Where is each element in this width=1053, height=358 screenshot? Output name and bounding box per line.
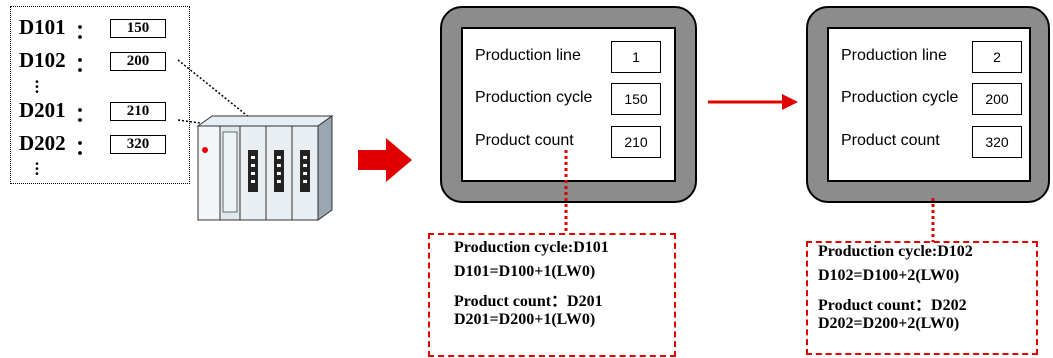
- field-label: Product count: [841, 132, 940, 149]
- field-label: Production line: [841, 47, 947, 64]
- field-value: 200: [972, 83, 1022, 115]
- field-value: 2: [972, 41, 1022, 73]
- field-label: Production line: [475, 47, 581, 64]
- register-name: D101: [19, 15, 66, 39]
- ellipsis-icon: ···: [34, 154, 40, 183]
- code-line: D101=D100+1(LW0): [454, 263, 596, 280]
- plc-rack-icon: [196, 115, 334, 221]
- right-arrow-icon: [708, 94, 798, 110]
- register-value: 150: [110, 19, 166, 38]
- register-list: D101 ： 150 D102 ： 200 ··· D201 ： 210 D20…: [10, 6, 190, 184]
- code-line: Production cycle:D101: [454, 239, 609, 256]
- code-line: Product count：D202: [818, 297, 967, 314]
- code-box-1: Production cycle:D101 D101=D100+1(LW0) P…: [428, 233, 676, 357]
- code-line: D102=D100+2(LW0): [818, 267, 960, 284]
- dotted-connector: [564, 150, 568, 234]
- field-label: Product count: [475, 132, 574, 149]
- register-name: D201: [19, 98, 66, 122]
- field-value: 320: [972, 126, 1022, 158]
- register-colon: ：: [75, 104, 95, 126]
- dotted-connector: [931, 198, 935, 242]
- field-label: Production cycle: [475, 89, 593, 106]
- code-line: D202=D200+2(LW0): [818, 315, 960, 332]
- register-value: 320: [110, 135, 166, 154]
- code-line: Production cycle:D102: [818, 243, 973, 260]
- hmi-screen: Production line 1 Production cycle 150 P…: [461, 27, 676, 182]
- code-line: Product count：D201: [454, 293, 603, 310]
- field-value: 210: [611, 126, 661, 158]
- register-value: 200: [110, 52, 166, 71]
- field-label: Production cycle: [841, 89, 959, 106]
- hmi-panel-2: Production line 2 Production cycle 200 P…: [806, 6, 1050, 203]
- register-colon: ：: [75, 21, 95, 43]
- hmi-panel-1: Production line 1 Production cycle 150 P…: [440, 6, 697, 203]
- register-colon: ：: [75, 54, 95, 76]
- right-arrow-icon: [358, 138, 412, 182]
- field-value: 1: [611, 41, 661, 73]
- hmi-screen: Production line 2 Production cycle 200 P…: [827, 27, 1031, 182]
- register-name: D102: [19, 48, 66, 72]
- code-box-2: Production cycle:D102 D102=D100+2(LW0) P…: [806, 241, 1038, 355]
- register-colon: ：: [75, 137, 95, 159]
- field-value: 150: [611, 83, 661, 115]
- ellipsis-icon: ···: [34, 72, 40, 101]
- register-name: D202: [19, 131, 66, 155]
- register-value: 210: [110, 102, 166, 121]
- code-line: D201=D200+1(LW0): [454, 311, 596, 328]
